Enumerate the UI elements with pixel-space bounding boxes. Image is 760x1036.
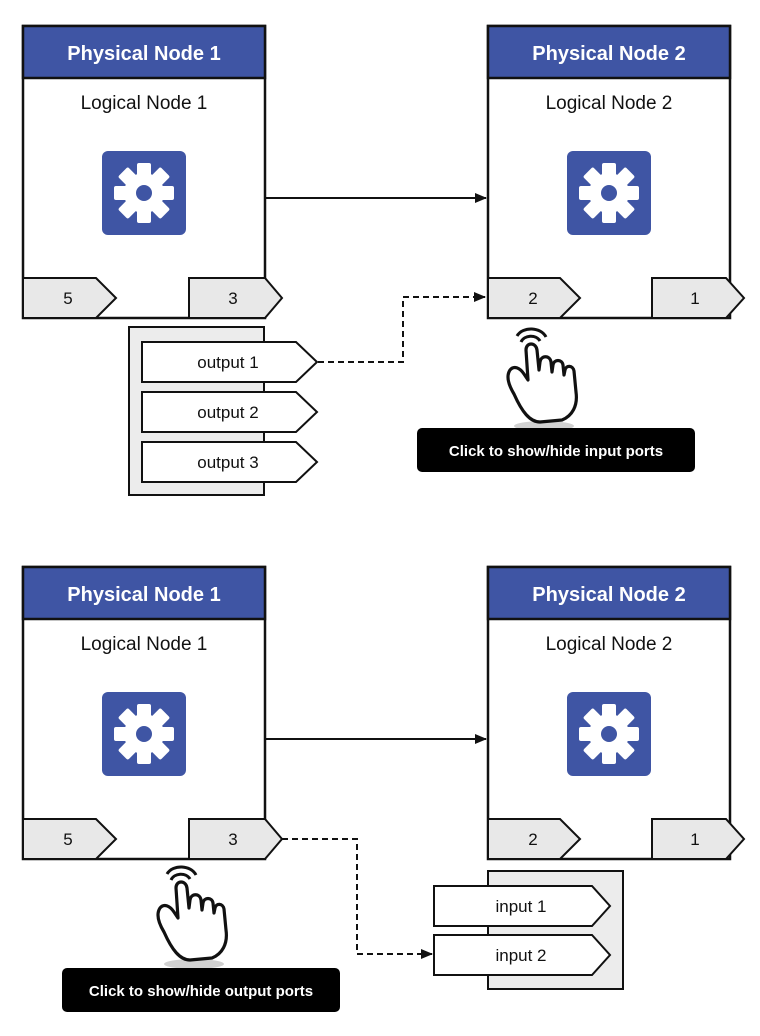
port-label: 5 bbox=[63, 289, 72, 308]
tooltip-input-ports: Click to show/hide input ports bbox=[417, 428, 695, 472]
output-port-2[interactable]: output 2 bbox=[141, 391, 319, 433]
input-port-label: input 2 bbox=[495, 946, 546, 965]
input-port-5[interactable]: 5 bbox=[22, 818, 118, 860]
tooltip-text: Click to show/hide input ports bbox=[449, 443, 663, 460]
physical-node-title: Physical Node 2 bbox=[532, 43, 685, 65]
input-port-2-toggle[interactable]: 2 bbox=[487, 818, 582, 860]
port-link-dashed-arrow bbox=[318, 292, 486, 363]
tooltip-text: Click to show/hide output ports bbox=[89, 983, 313, 1000]
logical-node-title: Logical Node 1 bbox=[81, 634, 208, 655]
output-port-1[interactable]: 1 bbox=[651, 277, 746, 319]
output-port-3-toggle[interactable]: 3 bbox=[188, 818, 284, 860]
output-port-label: output 1 bbox=[197, 353, 258, 372]
bottom-scene: input 1 input 2 Physical Node 1 Logical … bbox=[21, 565, 746, 1012]
logical-node-title: Logical Node 2 bbox=[546, 93, 673, 114]
port-label: 3 bbox=[228, 289, 237, 308]
logical-node-title: Logical Node 1 bbox=[81, 93, 208, 114]
physical-node-1[interactable]: Physical Node 1 Logical Node 1 5 3 bbox=[21, 565, 284, 861]
hand-pointer-icon bbox=[156, 865, 228, 971]
output-port-label: output 2 bbox=[197, 403, 258, 422]
input-port-2-toggle[interactable]: 2 bbox=[487, 277, 582, 319]
gear-icon bbox=[102, 692, 186, 776]
port-label: 5 bbox=[63, 830, 72, 849]
gear-icon bbox=[567, 692, 651, 776]
output-port-3[interactable]: output 3 bbox=[141, 441, 319, 483]
gear-icon bbox=[102, 151, 186, 235]
physical-node-title: Physical Node 1 bbox=[67, 43, 220, 65]
physical-node-title: Physical Node 2 bbox=[532, 584, 685, 606]
physical-node-2[interactable]: Physical Node 2 Logical Node 2 2 1 bbox=[486, 24, 746, 320]
gear-icon bbox=[567, 151, 651, 235]
output-port-1[interactable]: 1 bbox=[651, 818, 746, 860]
input-ports-panel: input 1 input 2 bbox=[433, 870, 624, 990]
port-link-dashed-arrow bbox=[282, 838, 433, 959]
physical-node-2[interactable]: Physical Node 2 Logical Node 2 2 1 bbox=[486, 565, 746, 861]
port-label: 1 bbox=[690, 289, 699, 308]
port-label: 3 bbox=[228, 830, 237, 849]
input-port-1[interactable]: input 1 bbox=[433, 885, 612, 927]
physical-node-1[interactable]: Physical Node 1 Logical Node 1 5 3 bbox=[21, 24, 284, 320]
input-port-5[interactable]: 5 bbox=[22, 277, 118, 319]
output-port-1[interactable]: output 1 bbox=[141, 341, 319, 383]
port-label: 2 bbox=[528, 830, 537, 849]
logical-node-title: Logical Node 2 bbox=[546, 634, 673, 655]
port-label: 1 bbox=[690, 830, 699, 849]
output-port-3-toggle[interactable]: 3 bbox=[188, 277, 284, 319]
input-port-label: input 1 bbox=[495, 897, 546, 916]
output-port-label: output 3 bbox=[197, 453, 258, 472]
hand-pointer-icon bbox=[506, 327, 578, 433]
physical-node-title: Physical Node 1 bbox=[67, 584, 220, 606]
input-port-2[interactable]: input 2 bbox=[433, 934, 612, 976]
port-label: 2 bbox=[528, 289, 537, 308]
output-ports-panel: output 1 output 2 output 3 bbox=[128, 326, 319, 496]
tooltip-output-ports: Click to show/hide output ports bbox=[62, 968, 340, 1012]
top-scene: output 1 output 2 output 3 Physical Node… bbox=[21, 24, 746, 496]
